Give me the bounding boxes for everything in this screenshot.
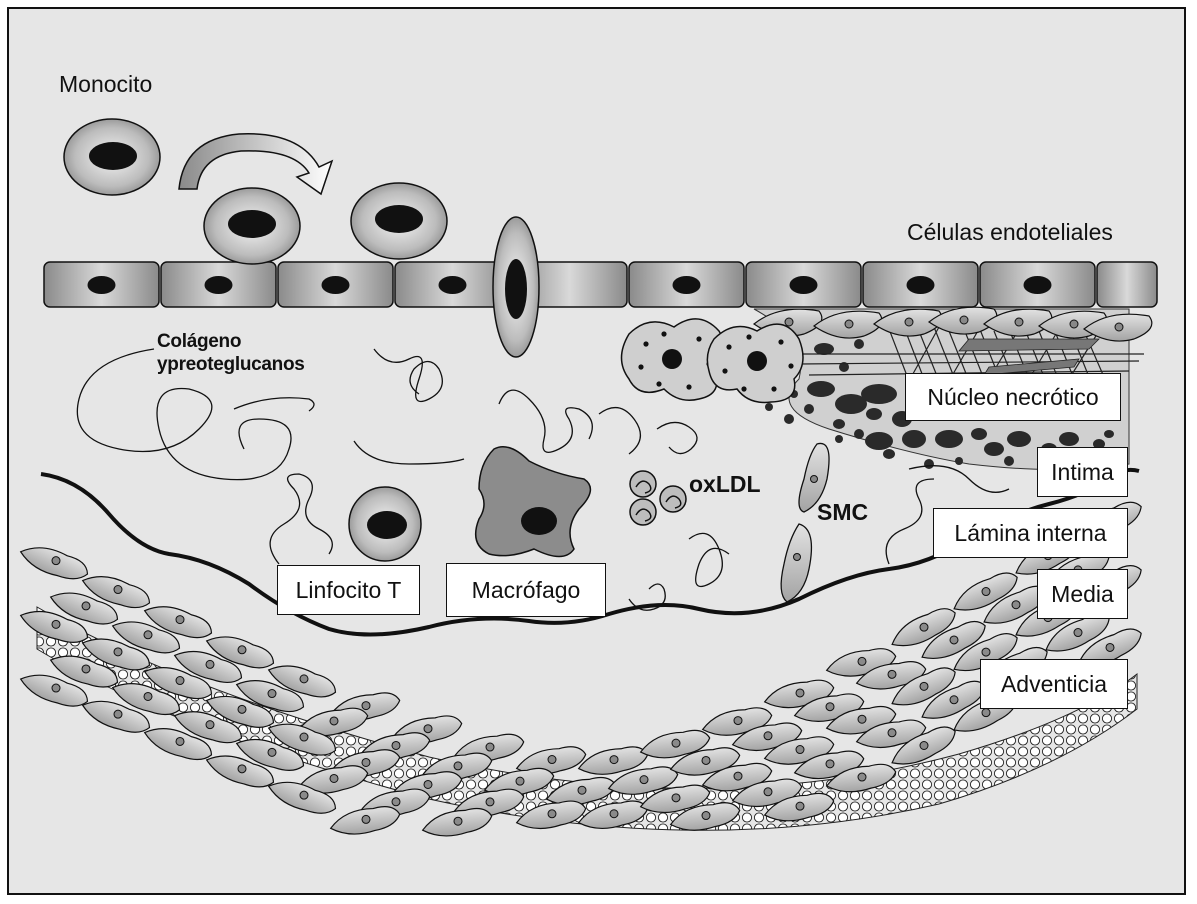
media-smc-cell <box>891 726 956 765</box>
media-smc-cell <box>921 620 986 660</box>
box-adventicia: Adventicia <box>980 659 1128 709</box>
label-smc: SMC <box>817 499 869 525</box>
media-smc-cell <box>267 781 337 814</box>
label-celulas-endoteliales: Células endoteliales <box>907 219 1113 245</box>
media-smc-cell <box>855 719 927 749</box>
collagen-fibers <box>76 348 1010 611</box>
box-linfocito-t: Linfocito T <box>277 565 420 615</box>
media-smc-cell <box>19 547 89 580</box>
box-macrofago: Macrófago <box>446 563 606 617</box>
media-smc-cell <box>49 592 119 625</box>
box-media: Media <box>1037 569 1128 619</box>
endothelial-cell <box>979 261 1096 308</box>
media-smc-cell <box>235 738 305 771</box>
media-smc-cell <box>81 638 151 671</box>
endothelial-cell <box>628 261 745 308</box>
media-smc-cell <box>143 667 213 700</box>
media-smc-cell <box>639 729 711 759</box>
macrophage-cell <box>474 446 592 558</box>
endothelial-cell <box>745 261 862 308</box>
label-monocito: Monocito <box>59 71 153 97</box>
intimal-smc-cell <box>812 310 883 339</box>
media-smc-cell <box>297 765 369 794</box>
smc-cell-1 <box>798 442 830 513</box>
monocyte-adhering-1 <box>203 187 301 265</box>
endothelial-cell <box>43 261 160 308</box>
media-smc-cell <box>143 606 213 639</box>
media-smc-cell <box>205 695 275 728</box>
label-proteoglucanos: ypreoteglucanos <box>157 354 305 375</box>
monocyte-free <box>63 118 161 196</box>
media-smc-cell <box>143 728 213 761</box>
endothelial-cell <box>862 261 979 308</box>
transmigrating-monocyte <box>492 216 540 358</box>
endothelial-cell <box>277 261 394 308</box>
foam-cell-2 <box>706 323 804 404</box>
foam-cell-1 <box>620 318 727 401</box>
media-smc-cell <box>953 572 1018 611</box>
box-nucleo-necrotico: Núcleo necrótico <box>905 373 1121 421</box>
oxldl-particles <box>629 470 687 526</box>
media-smc-cell <box>267 665 337 698</box>
label-oxldl: oxLDL <box>689 471 761 497</box>
intimal-smc-cell <box>872 308 943 337</box>
intimal-smc-cell <box>1082 313 1153 342</box>
media-smc-cell <box>921 680 986 719</box>
media-smc-cell <box>891 667 956 706</box>
t-lymphocyte-cell <box>348 486 422 562</box>
monocyte-adhering-2 <box>350 182 448 260</box>
media-smc-cell <box>173 711 243 744</box>
intimal-smooth-muscle-cells <box>752 306 1153 342</box>
media-smc-cell <box>19 674 89 707</box>
label-colageno: Colágeno <box>157 331 242 352</box>
media-smc-cell <box>49 655 119 688</box>
migration-arrow <box>178 133 334 196</box>
media-smc-cell <box>669 747 741 776</box>
media-smc-cell <box>111 621 181 654</box>
media-smc-cell <box>111 683 181 716</box>
endothelial-cell <box>1096 261 1158 308</box>
media-smc-cell <box>19 610 89 643</box>
media-smc-cell <box>421 807 493 837</box>
media-smc-cell <box>515 800 587 830</box>
smc-cell-2 <box>780 523 813 603</box>
media-smc-cell <box>81 700 151 733</box>
media-smc-cell <box>825 763 897 793</box>
media-smc-cell <box>205 755 275 788</box>
media-smc-cell <box>205 636 275 669</box>
media-smc-cell <box>607 766 679 795</box>
diagram-frame: Monocito Células endoteliales Colágeno y… <box>7 7 1186 895</box>
media-smc-cell <box>81 576 151 609</box>
media-smc-cell <box>297 707 369 737</box>
media-smc-cell <box>329 806 401 835</box>
endothelial-layer <box>43 261 1158 308</box>
media-smc-cell <box>763 792 835 822</box>
box-lamina-interna: Lámina interna <box>933 508 1128 558</box>
atherosclerosis-illustration <box>19 118 1158 837</box>
media-smc-cell <box>669 802 741 831</box>
media-smc-cell <box>891 608 956 647</box>
media-smc-cell <box>639 784 711 814</box>
endothelial-cell <box>160 261 277 308</box>
box-intima: Intima <box>1037 447 1128 497</box>
media-smc-cell <box>173 650 243 683</box>
media-smc-cell <box>267 723 337 756</box>
media-smc-cell <box>235 680 305 713</box>
media-smooth-muscle-cells <box>19 501 1142 837</box>
